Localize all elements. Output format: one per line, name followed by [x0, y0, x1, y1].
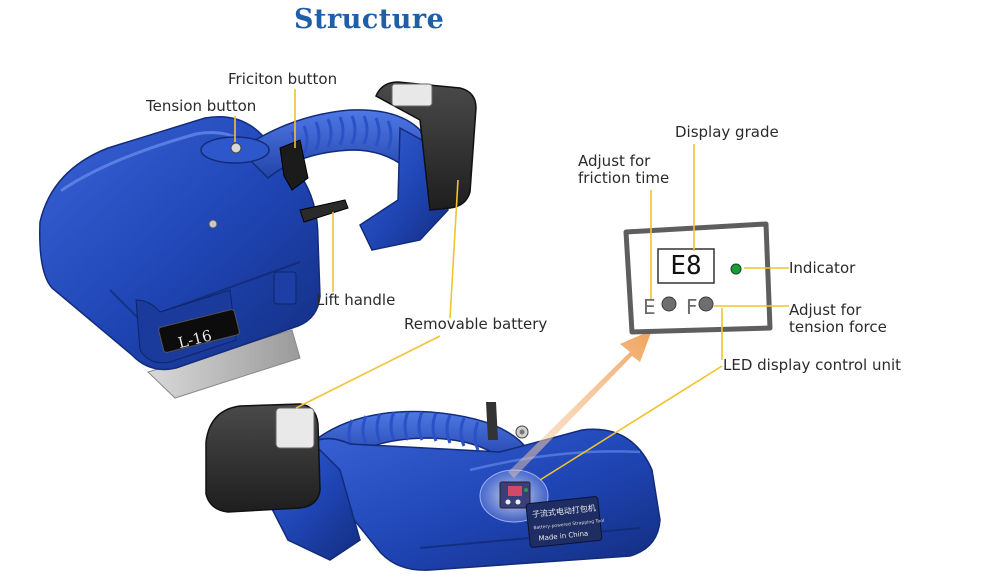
zoom-arrow [508, 330, 652, 478]
label-indicator: Indicator [789, 259, 856, 277]
label-adjust-friction: Adjust for friction time [578, 153, 669, 187]
model-plate [158, 309, 240, 353]
led-panel-closeup [623, 221, 773, 335]
e-button [661, 296, 677, 312]
indicator-led [730, 263, 742, 275]
bottom-label-plate [525, 496, 603, 548]
tool-top-left: L-16 [39, 81, 477, 399]
friction-button [279, 139, 309, 191]
label-friction-button: Friciton button [228, 70, 338, 88]
key-e-label: E [643, 295, 656, 319]
tool-bottom: 子流式电动打包机 Battery-powered Strapping Tool … [205, 402, 661, 571]
label-removable-battery: Removable battery [404, 315, 548, 333]
label-adjust-friction-line2: friction time [578, 169, 670, 187]
tool-body-top [39, 116, 321, 371]
label-adjust-friction-line1: Adjust for [578, 152, 651, 170]
page-title: Structure [294, 4, 445, 35]
leader-lines [234, 89, 789, 481]
display-window [657, 248, 715, 284]
key-f-label: F [686, 295, 698, 319]
lift-handle-lever [299, 199, 349, 223]
label-adjust-tension-line1: Adjust for [789, 301, 862, 319]
label-tension-button: Tension button [146, 97, 257, 115]
label-display-grade: Display grade [675, 123, 779, 141]
label-adjust-tension-line2: tension force [789, 318, 887, 336]
display-value: E8 [670, 251, 702, 281]
label-adjust-tension: Adjust for tension force [789, 302, 887, 336]
label-led-display-unit: LED display control unit [723, 356, 902, 374]
f-button [698, 296, 714, 312]
label-lift-handle: Lift handle [316, 291, 396, 309]
